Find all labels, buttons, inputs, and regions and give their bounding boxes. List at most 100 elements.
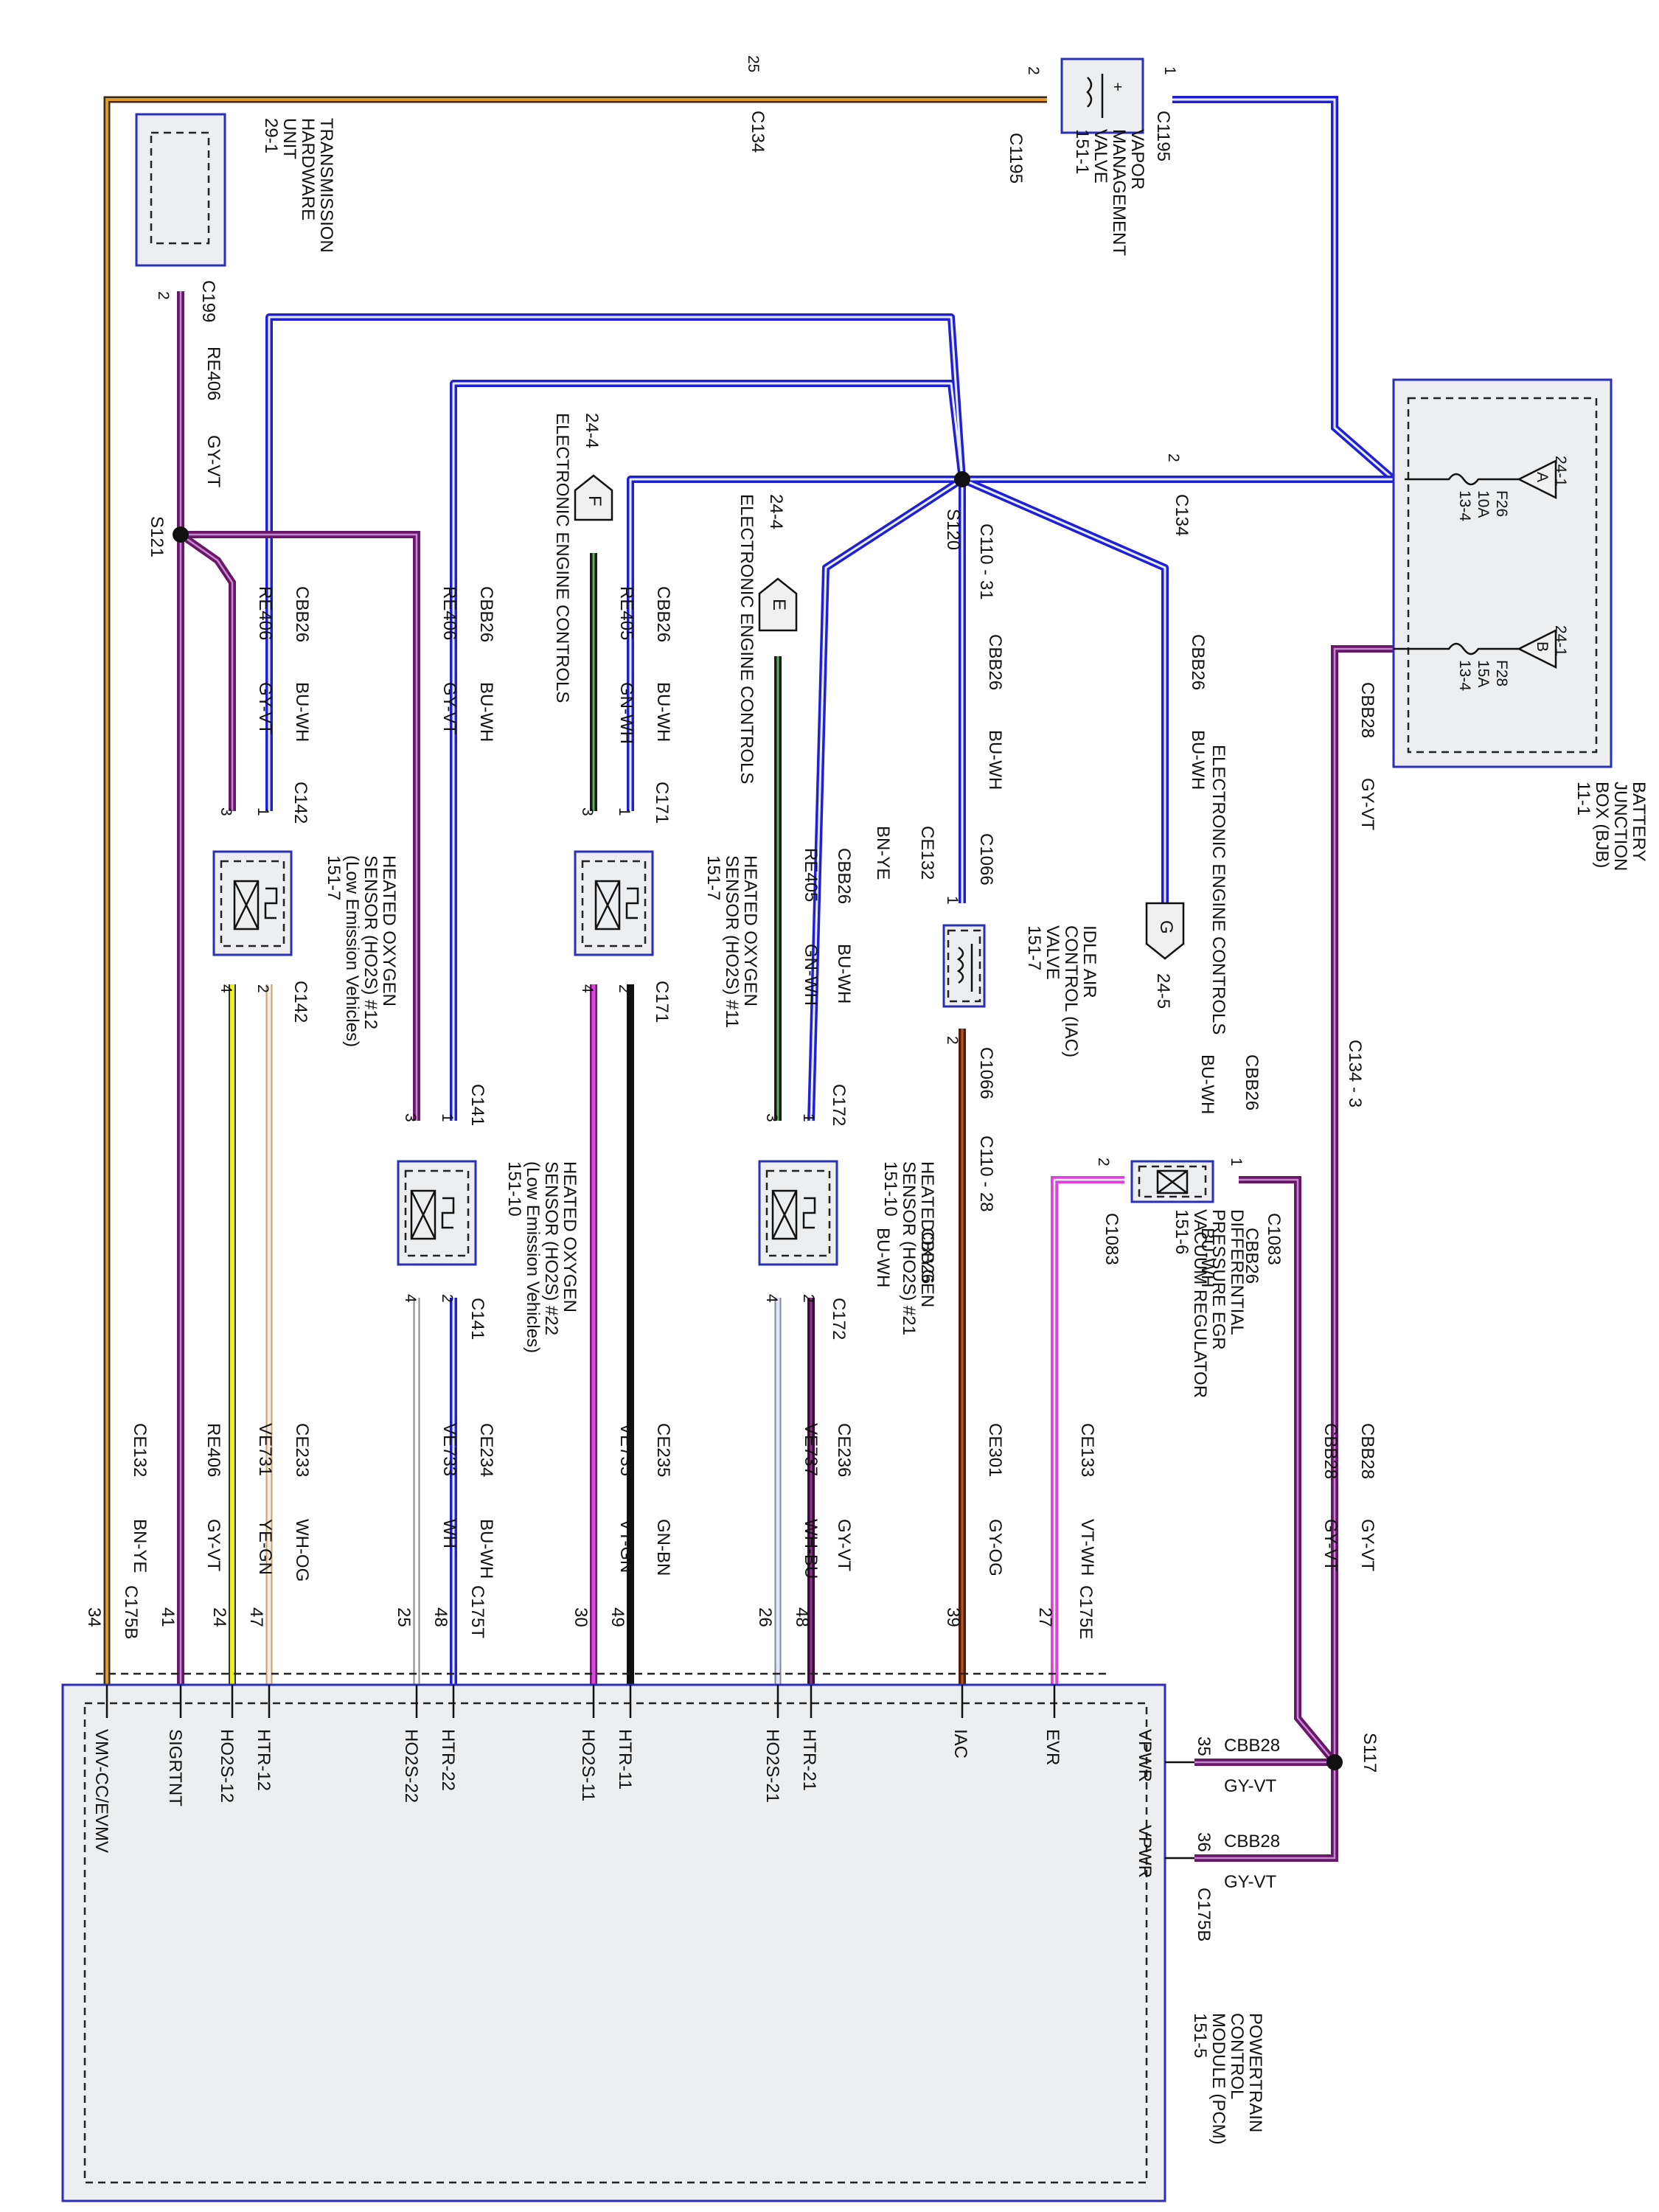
conn-c141-bottom: C141 xyxy=(467,1298,487,1340)
conn-c1083-right: C1083 xyxy=(1264,1213,1284,1265)
ho2s21-label: HEATEDOXYGEN SENSOR (HO2S) #21 151-10 xyxy=(880,1161,937,1335)
bjb-fuse-a: 24-1 A F26 10A 13-4 xyxy=(1456,456,1569,521)
ho2s12-line-2: SENSOR (HO2S) #12 xyxy=(361,855,380,1029)
splice-s121-label: S121 xyxy=(147,516,167,557)
ho2s11-label: HEATED OXYGEN SENSOR (HO2S) #11 151-7 xyxy=(703,855,760,1028)
conn-c175e: C175E xyxy=(1076,1585,1096,1639)
pcm-line-3: MODULE (PCM) xyxy=(1208,2013,1228,2145)
pin-2-c134: 2 xyxy=(1165,453,1182,462)
ref-g-page: 24-5 xyxy=(1153,973,1173,1009)
pcm-pin-evr: EVR xyxy=(1043,1729,1062,1765)
conn-c1066-top: C1066 xyxy=(976,833,996,886)
heater-element-icon xyxy=(771,1189,798,1240)
coil-icon xyxy=(956,944,973,992)
fuse-a-amps: 10A xyxy=(1475,490,1492,518)
b12-circuit: CE133 xyxy=(1077,1423,1097,1477)
pin-25: 25 xyxy=(745,55,762,72)
iac-line-2: CONTROL (IAC) xyxy=(1061,925,1081,1057)
wire-cbb28 xyxy=(1194,645,1394,1862)
conn-c142-bottom: C142 xyxy=(291,981,310,1023)
w1a-circuit: RE406 xyxy=(255,586,275,640)
w3a-color: GN-WH xyxy=(616,682,636,744)
transmission-hardware-unit xyxy=(135,113,226,267)
vmv-line-2: MANAGEMENT xyxy=(1109,129,1129,256)
fuse-a-loc: 13-4 xyxy=(1456,490,1473,521)
fuse-a-fuse: F26 xyxy=(1493,490,1510,517)
ho2s12-line-1: HEATED OXYGEN xyxy=(379,855,399,1006)
w5-color: BU-WH xyxy=(985,730,1005,790)
b1-circuit: CE132 xyxy=(130,1423,150,1477)
w3b-color: BU-WH xyxy=(653,682,673,742)
ref-g-letter: G xyxy=(1156,920,1176,934)
pcm-pin-numbers: 34 41 24 47 25 48 30 49 26 48 39 27 35 3… xyxy=(84,1607,1214,1852)
b11-color: GY-OG xyxy=(985,1519,1005,1576)
pin-c171-4: 4 xyxy=(579,984,596,993)
pcm-num-27: 27 xyxy=(1035,1607,1055,1627)
fuse-f28-icon xyxy=(1394,642,1519,655)
pcm-num-24: 24 xyxy=(209,1607,229,1627)
b2-color: GY-VT xyxy=(204,1519,223,1571)
w2b-color: BU-WH xyxy=(476,682,496,742)
conn-c134-top: C134 xyxy=(748,111,768,153)
b2-circuit: RE406 xyxy=(204,1423,223,1477)
pcm-num-49: 49 xyxy=(608,1607,627,1627)
conn-c172-bottom: C172 xyxy=(829,1298,849,1340)
vmv-label: VAPOR MANAGEMENT VALVE 151-1 xyxy=(1072,129,1147,256)
pcm-pin-htr22: HTR-22 xyxy=(438,1729,458,1791)
wires xyxy=(103,96,1397,1862)
pin-c141-3: 3 xyxy=(402,1113,419,1122)
ho2s22-line-4: 151-10 xyxy=(504,1161,524,1217)
b13-circuit: CBB28 xyxy=(1321,1423,1340,1479)
pcm36-color: GY-VT xyxy=(1224,1872,1276,1892)
bjb-line-4: 11-1 xyxy=(1573,782,1593,815)
ho2s12-line-3: (Low Emission Vehicles) xyxy=(342,855,362,1047)
pcm-num-35: 35 xyxy=(1194,1736,1214,1756)
ref-f-text: ELECTRONIC ENGINE CONTROLS xyxy=(552,413,572,703)
pin-c142-2: 2 xyxy=(254,984,271,993)
wire-labels: CE132 BN-YE CBB26 BU-WH CBB26 BU-WH CBB2… xyxy=(873,826,1262,1287)
pcm-pin-vmv: VMV-CC/EVMV xyxy=(91,1729,111,1853)
pcm-vpwr-wire-labels: CBB28 GY-VT CBB28 GY-VT xyxy=(1224,1736,1280,1892)
pcm-pin-ho2s12: HO2S-12 xyxy=(217,1729,237,1803)
wire-cbb26-mid-a-circuit: CBB26 xyxy=(1242,1054,1262,1110)
b6-circuit: CE234 xyxy=(476,1423,496,1477)
ref-f-page: 24-4 xyxy=(582,413,602,448)
pin-numbers: 25 2 1 2 2 3 1 4 2 3 1 4 2 3 1 4 2 3 1 4… xyxy=(155,55,1245,1303)
conn-c134-3: C134 - 3 xyxy=(1345,1040,1365,1107)
battery-junction-box xyxy=(1392,378,1613,768)
conn-c1195-left: C1195 xyxy=(1006,133,1026,184)
pcm-num-36: 36 xyxy=(1194,1832,1214,1852)
pcm-num-41: 41 xyxy=(158,1607,178,1627)
pcm-line-2: CONTROL xyxy=(1227,2013,1247,2099)
pcm35-circuit: CBB28 xyxy=(1224,1736,1280,1756)
conn-c175b: C175B xyxy=(121,1585,141,1639)
b14-circuit: CBB28 xyxy=(1357,1423,1377,1479)
conn-c171-bottom: C171 xyxy=(652,981,672,1023)
svg-text:+: + xyxy=(1113,79,1122,96)
fuse-f26-icon xyxy=(1405,473,1519,486)
ho2s11-line-1: HEATED OXYGEN xyxy=(740,855,760,1006)
ho2s-21-sensor xyxy=(758,1160,838,1266)
pcm-pin-htr11: HTR-11 xyxy=(615,1729,635,1790)
ref-e-connector xyxy=(758,577,798,632)
conn-c171-top: C171 xyxy=(652,782,672,824)
splice-s117 xyxy=(1326,1754,1343,1770)
w4a-color: GN-WH xyxy=(801,944,821,1006)
ho2s12-label: HEATED OXYGEN SENSOR (HO2S) #12 (Low Emi… xyxy=(324,855,399,1047)
pin-c141-4: 4 xyxy=(402,1294,419,1303)
connector-b-icon xyxy=(1517,628,1557,669)
iac-line-1: IDLE AIR xyxy=(1079,925,1099,998)
pcm-num-39: 39 xyxy=(943,1607,963,1627)
splice-s120-label: S120 xyxy=(943,509,963,550)
pcm-pin-ho2s21: HO2S-21 xyxy=(762,1729,782,1803)
b9-circuit: VE737 xyxy=(801,1423,821,1476)
ho2s22-label: HEATED OXYGEN SENSOR (HO2S) #22 (Low Emi… xyxy=(504,1161,580,1353)
b4-circuit: CE233 xyxy=(292,1423,312,1477)
wire-ce132-top-color: BN-YE xyxy=(873,826,893,880)
pcm-pin-vpwr-2: VPWR xyxy=(1135,1825,1155,1878)
connector-ids: C175B C175T C175E C175B C199 C134 C1195 … xyxy=(121,111,1365,1941)
pcm-pin-ho2s22: HO2S-22 xyxy=(401,1729,421,1803)
pcm-line-1: POWERTRAIN xyxy=(1245,2013,1265,2132)
